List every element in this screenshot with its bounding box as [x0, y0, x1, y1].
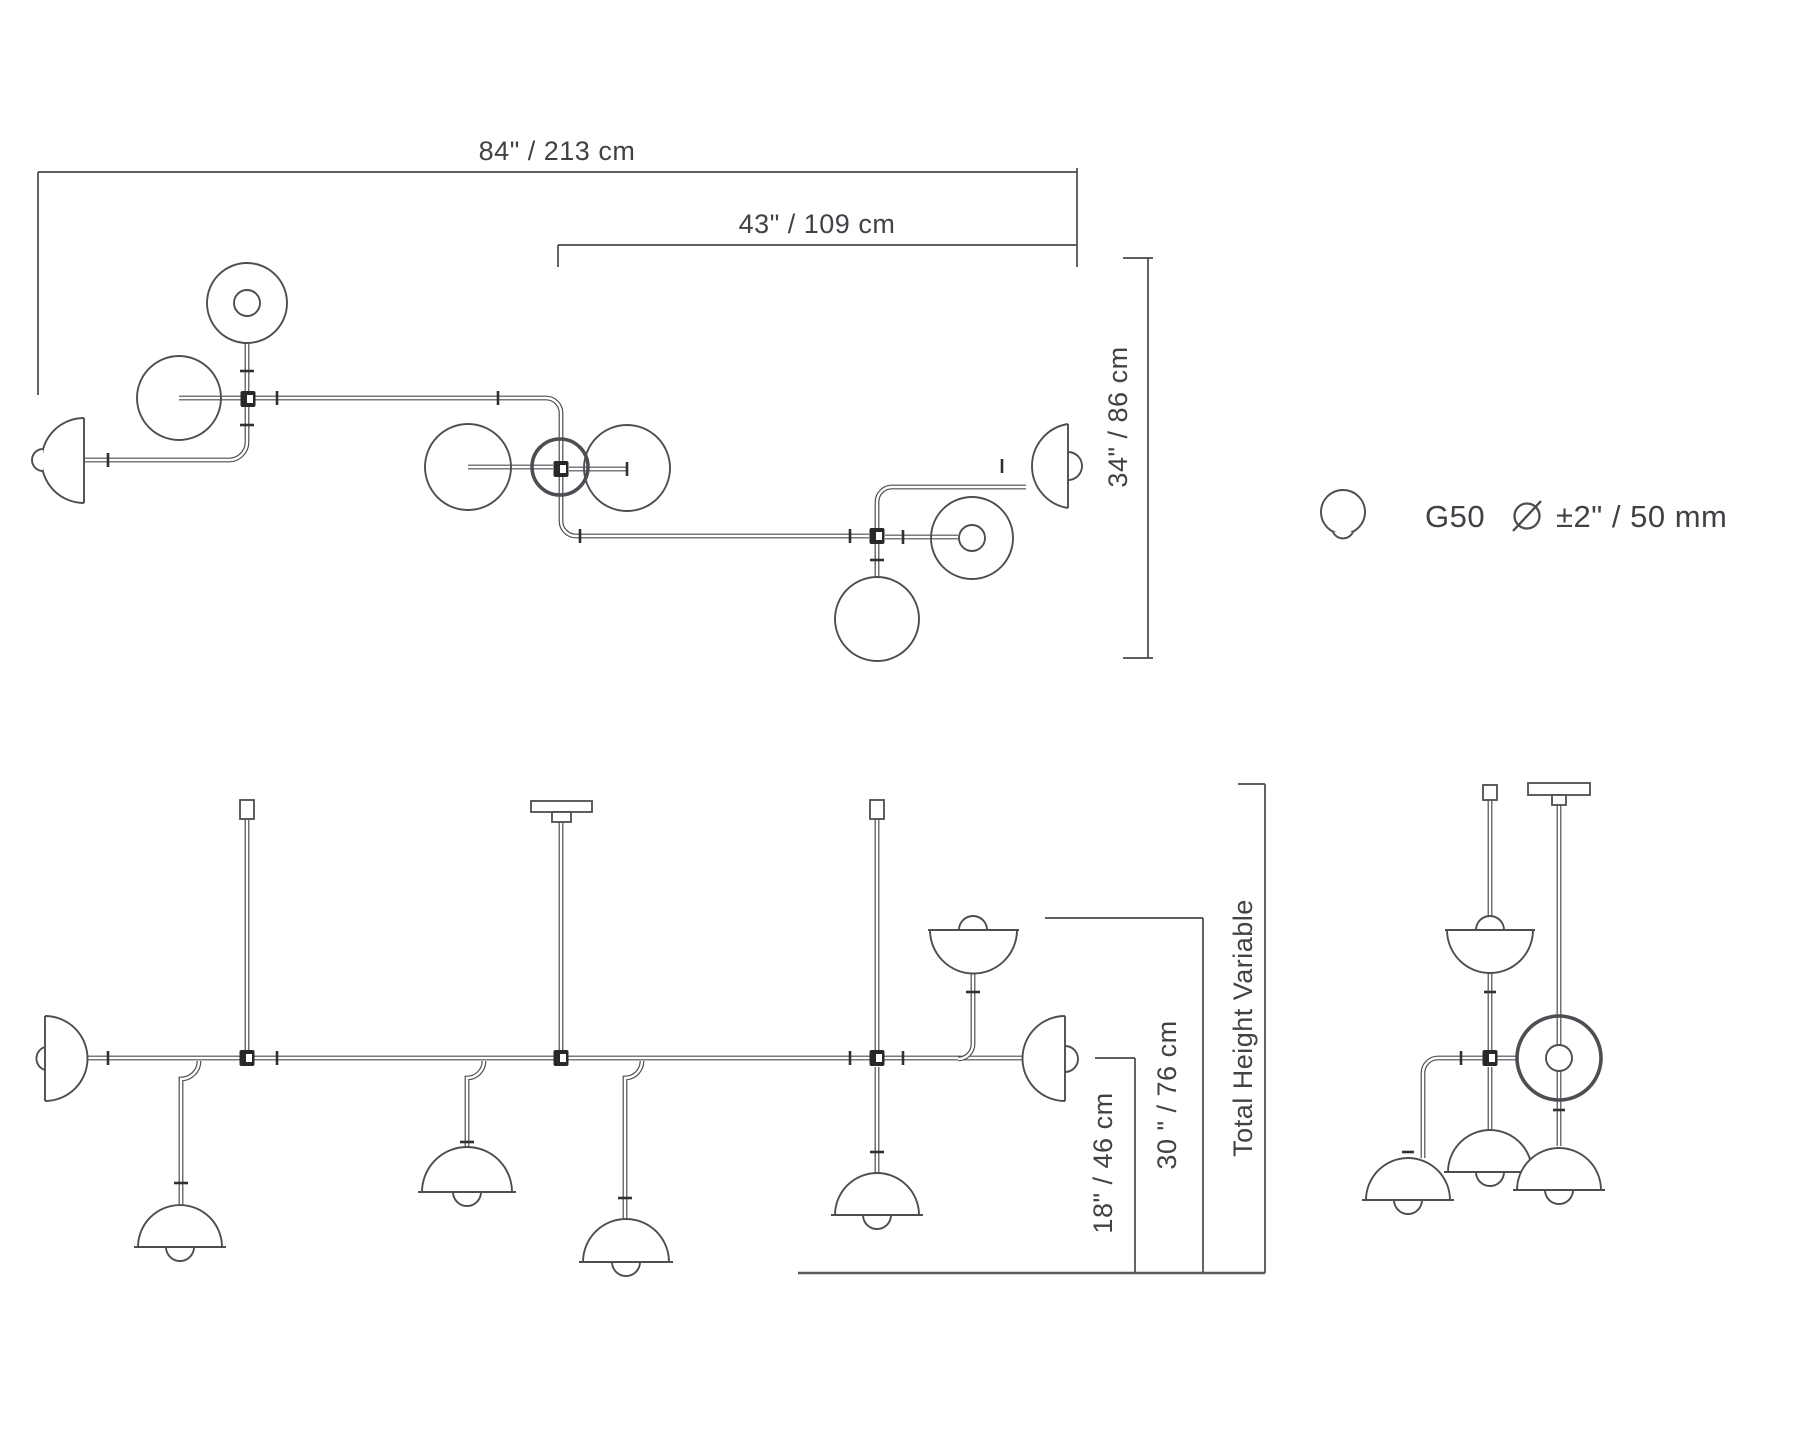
- bulb-diameter-label: ±2" / 50 mm: [1556, 499, 1727, 534]
- top-view-glass-circle-bottom: [834, 576, 920, 662]
- front-view-left-dome-shade: [35, 1015, 89, 1102]
- top-partial-width-label: 43" / 109 cm: [739, 209, 896, 239]
- g50-bulb-icon: [1320, 489, 1366, 540]
- top-view-glass-circle-mid-left: [424, 423, 512, 511]
- top-view-dimension-lines: [37, 168, 1153, 659]
- front-view-joints: [239, 1050, 885, 1066]
- bulb-type-label: G50: [1425, 499, 1485, 534]
- top-view-glass-circle-mid-right: [583, 424, 671, 512]
- front-min-drop-label: 18" / 46 cm: [1088, 1092, 1118, 1233]
- side-view-ceiling-mounts: [1482, 782, 1591, 806]
- top-view-shade-disc-with-bulb: [206, 262, 288, 344]
- top-plan-view: [31, 262, 1083, 662]
- dimension-labels: 84" / 213 cm 43" / 109 cm 34" / 86 cm 18…: [479, 136, 1258, 1234]
- top-depth-label: 34" / 86 cm: [1103, 346, 1133, 487]
- diameter-icon: [1512, 500, 1542, 532]
- side-view-uplight-dish: [1445, 915, 1535, 974]
- top-width-label: 84" / 213 cm: [479, 136, 636, 166]
- front-view-dimension-lines: [798, 783, 1266, 1275]
- front-view-joint-ticks: [106, 990, 980, 1200]
- side-view-pendant-bell-right: [1513, 1147, 1605, 1205]
- front-view-pendant-bell-3: [579, 1218, 673, 1277]
- total-height-variable-label: Total Height Variable: [1228, 899, 1258, 1157]
- top-view-glass-circle-left: [136, 355, 222, 441]
- side-view-pendant-bell-middle: [1444, 1129, 1536, 1187]
- front-view-pendant-bell-1: [134, 1204, 226, 1262]
- side-view-pendant-bell-left: [1362, 1157, 1454, 1215]
- front-view-pendant-bell-2: [418, 1146, 516, 1207]
- top-view-joint-ticks: [106, 369, 1004, 562]
- top-view-left-side-dome: [31, 417, 85, 504]
- front-view-uplight-dish: [928, 915, 1019, 975]
- front-elevation-view: [35, 799, 1079, 1277]
- side-view-tubes: [1420, 800, 1562, 1158]
- top-view-right-side-dome: [1031, 423, 1083, 509]
- legend-labels: G50 ±2" / 50 mm: [1425, 499, 1727, 534]
- top-view-arms: [84, 343, 1026, 578]
- side-view-joint-ticks: [1402, 990, 1565, 1154]
- side-view-shade-facing-viewer: [1515, 1014, 1603, 1102]
- front-view-pendant-bell-4: [831, 1172, 923, 1230]
- top-view-joints: [240, 391, 885, 544]
- side-elevation-view: [1362, 782, 1605, 1215]
- front-view-right-dome-shade: [1021, 1015, 1079, 1102]
- side-view-joints: [1482, 1050, 1498, 1066]
- bulb-legend: [1320, 489, 1542, 540]
- front-view-tubes: [87, 819, 1026, 1220]
- top-view-bold-shade-ring: [530, 437, 590, 497]
- front-view-ceiling-mounts: [239, 799, 885, 823]
- front-fixture-height-label: 30 " / 76 cm: [1152, 1020, 1182, 1169]
- top-view-shade-disc-with-bulb-right: [930, 496, 1014, 580]
